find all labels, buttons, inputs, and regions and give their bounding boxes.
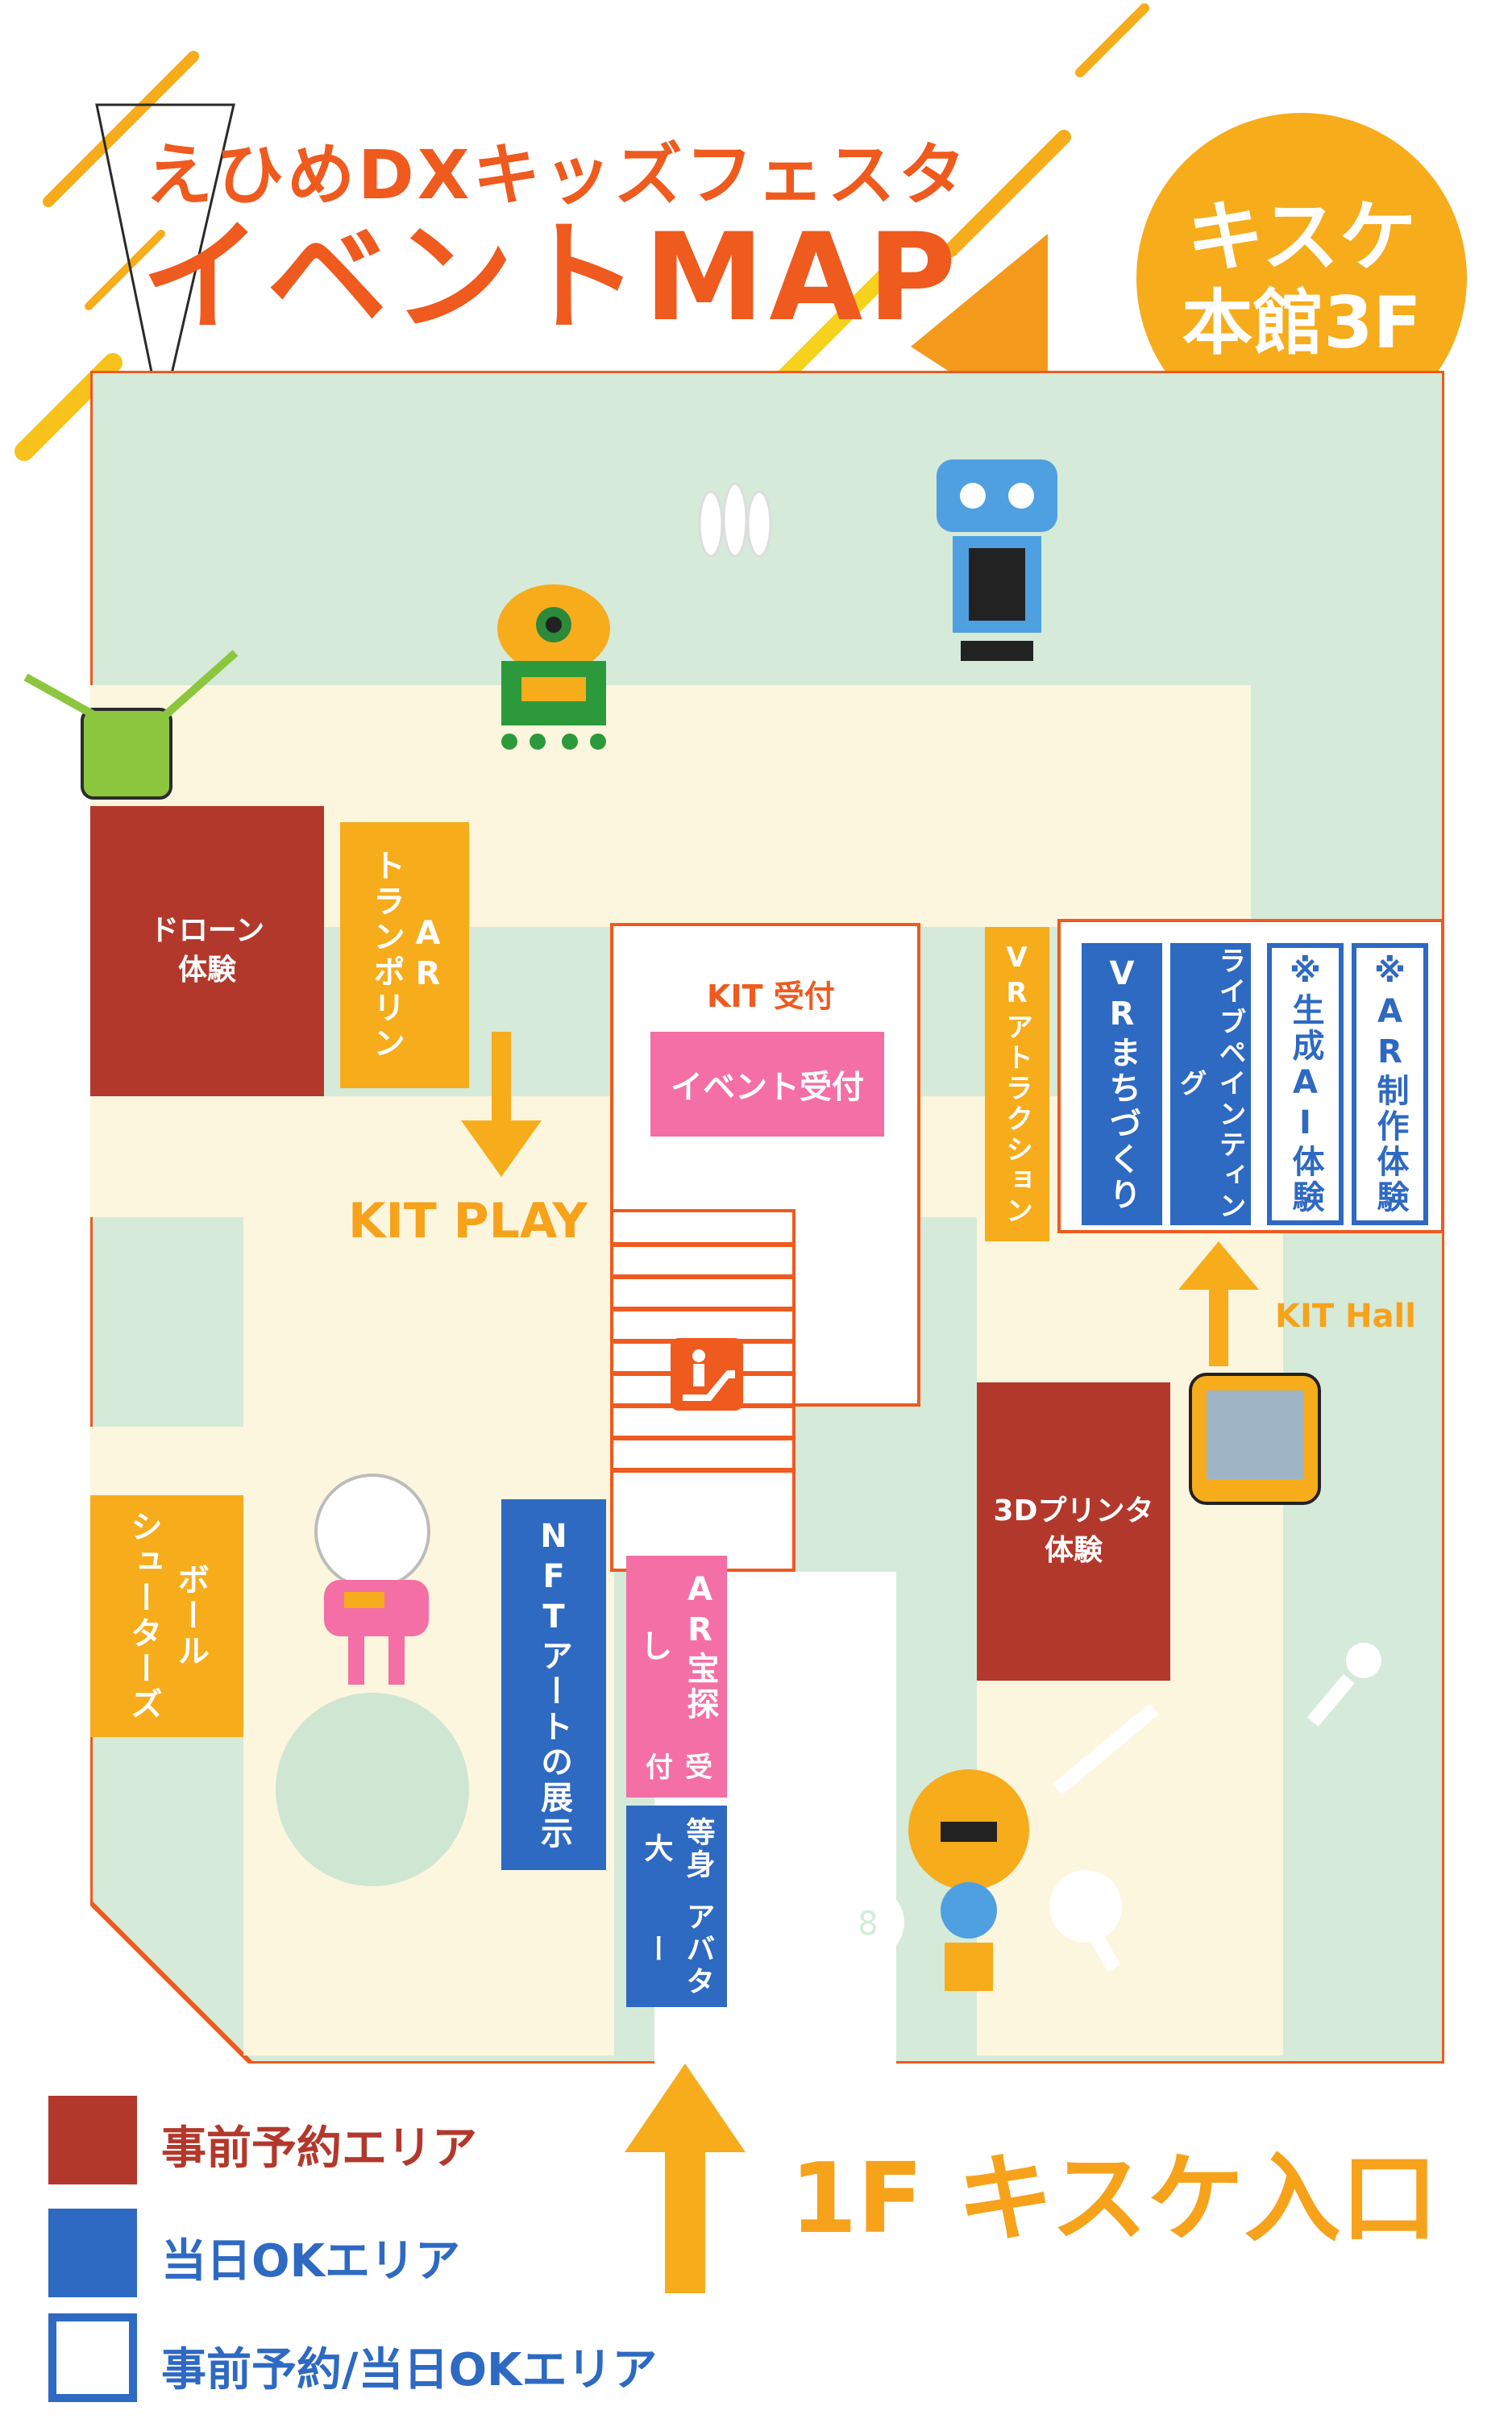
kit-reception-label: KIT 受付 (707, 979, 835, 1014)
area-3d-printer[interactable]: 3Dプリンタ 体験 (977, 1382, 1170, 1681)
ball-shooters-label: ボール シューターズ (125, 1510, 209, 1723)
escalator-icon (671, 1338, 743, 1411)
legend-label-both: 事前予約/当日OKエリア (161, 2344, 658, 2396)
play-circle (276, 1693, 469, 1886)
area-ar-treasure-hunt[interactable]: AR宝探し 受付 (626, 1556, 727, 1798)
area-drone-experience[interactable]: ドローン 体験 (90, 806, 324, 1096)
area-gen-ai-experience[interactable]: ※生成AI体験 (1267, 943, 1344, 1225)
avatar-main: 等身大 (639, 1816, 715, 1881)
badge-floor: 本館3F (1182, 281, 1422, 364)
kit-play-label: KIT PLAY (348, 1193, 588, 1249)
microphone-icon (1306, 1643, 1381, 1727)
legend-swatch-reserved (48, 2096, 137, 2184)
area-ar-trampoline[interactable]: AR トランポリン (340, 822, 469, 1088)
map-subtitle: えひめDXキッズフェスタ (145, 135, 970, 214)
floor-plan: ドローン 体験 AR トランポリン KIT 受付 イベント受付 VRアトラクショ… (23, 371, 1444, 2064)
kit-hall-label: KIT Hall (1275, 1298, 1416, 1335)
legend-swatch-both (48, 2313, 137, 2402)
legend-label-reserved: 事前予約エリア (161, 2122, 477, 2175)
ping-pong-icon (1049, 1870, 1122, 1972)
area-event-reception[interactable]: イベント受付 (650, 1032, 884, 1137)
avatar-sub: アバター (639, 1901, 715, 1998)
svg-text:8: 8 (858, 1906, 878, 1943)
legend-swatch-same-day (48, 2209, 137, 2297)
rocket-robot-icon (314, 1473, 430, 1685)
billiard-ball-icon: 8 (832, 1886, 904, 1959)
area-ar-making-experience[interactable]: ※AR制作体験 (1352, 943, 1428, 1225)
legend: 事前予約エリア 当日OKエリア 事前予約/当日OKエリア (0, 2080, 725, 2418)
robot-orange-icon (497, 584, 610, 750)
area-vr-attraction[interactable]: VRアトラクション (985, 927, 1049, 1241)
entrance-arrow-icon (625, 2064, 746, 2293)
area-nft-art-exhibit[interactable]: NFTアートの展示 (501, 1499, 606, 1870)
drone-icon (23, 650, 239, 800)
robot-yellow-icon (908, 1769, 1029, 1991)
bowling-pins-icon (698, 482, 772, 558)
badge-building: キスケ (1186, 192, 1417, 283)
arrow-up-icon (1178, 1241, 1259, 1366)
entrance-label: 1F キスケ入口 (790, 2143, 1438, 2255)
area-ball-shooters[interactable]: ボール シューターズ (90, 1495, 243, 1737)
ar-trampoline-label: AR トランポリン (368, 849, 447, 1062)
robot-blue-icon (937, 459, 1057, 661)
arrow-down-icon (461, 1032, 542, 1177)
legend-label-same-day: 当日OKエリア (161, 2235, 460, 2288)
area-life-size-avatar[interactable]: 等身大 アバター (626, 1806, 727, 2007)
dart-icon (1053, 1703, 1159, 1795)
ar-treasure-sub: 受付 (640, 1752, 712, 1783)
map-title: イベントMAP (141, 208, 962, 348)
area-vr-machizukuri[interactable]: VRまちづくり (1082, 943, 1162, 1225)
area-live-painting[interactable]: ライブペインティング (1170, 943, 1251, 1225)
ar-treasure-main: AR宝探し (634, 1570, 719, 1723)
printer-3d-icon (1189, 1373, 1321, 1505)
